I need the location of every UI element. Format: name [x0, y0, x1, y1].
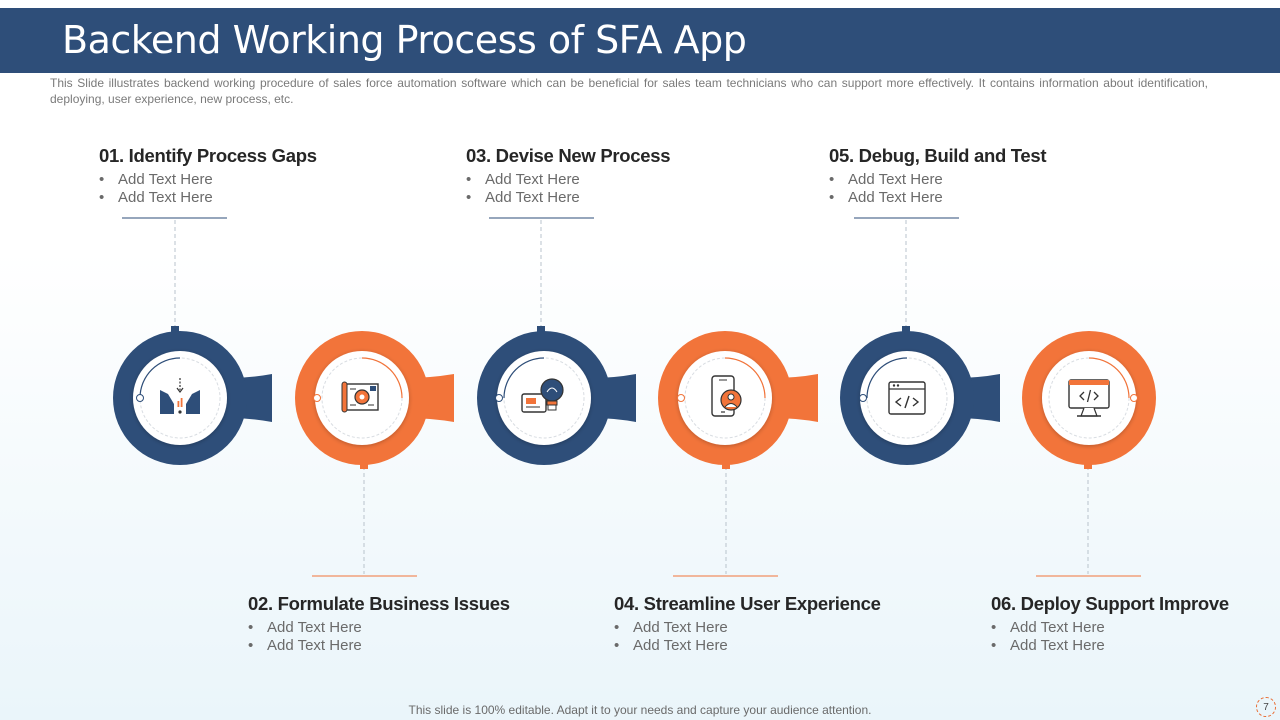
- step-4-bullet-1: Add Text Here: [614, 619, 914, 637]
- slide-description: This Slide illustrates backend working p…: [50, 76, 1208, 106]
- step-2-block: 02. Formulate Business Issues Add Text H…: [248, 593, 548, 655]
- mobile-user-icon: [711, 375, 742, 417]
- step-3-bullet-1: Add Text Here: [466, 171, 766, 189]
- step-1-bullet-2: Add Text Here: [99, 189, 399, 207]
- step-2-bullet-2: Add Text Here: [248, 637, 548, 655]
- connector-lines: [122, 217, 1141, 577]
- step-6-bullets: Add Text Here Add Text Here: [991, 619, 1280, 655]
- blueprint-gear-icon: [341, 381, 379, 413]
- step-6-bullet-2: Add Text Here: [991, 637, 1280, 655]
- step-4-bullets: Add Text Here Add Text Here: [614, 619, 914, 655]
- step-4-heading: 04. Streamline User Experience: [614, 593, 881, 614]
- slide-title: Backend Working Process of SFA App: [62, 18, 747, 62]
- step-2-bullets: Add Text Here Add Text Here: [248, 619, 548, 655]
- step-2-heading: 02. Formulate Business Issues: [248, 593, 510, 614]
- step-1-heading: 01. Identify Process Gaps: [99, 145, 317, 166]
- slide-footer: This slide is 100% editable. Adapt it to…: [408, 703, 872, 717]
- step-4-block: 04. Streamline User Experience Add Text …: [614, 593, 914, 655]
- step-ring-3: [477, 331, 611, 465]
- step-4-bullet-2: Add Text Here: [614, 637, 914, 655]
- step-3-block: 03. Devise New Process Add Text Here Add…: [466, 145, 766, 207]
- step-6-bullet-1: Add Text Here: [991, 619, 1280, 637]
- monitor-code-icon: [1068, 379, 1110, 417]
- step-ring-2: [295, 331, 429, 465]
- step-5-bullets: Add Text Here Add Text Here: [829, 171, 1129, 207]
- ring-markers: [171, 326, 1092, 469]
- step-6-block: 06. Deploy Support Improve Add Text Here…: [991, 593, 1280, 655]
- step-1-block: 01. Identify Process Gaps Add Text Here …: [99, 145, 399, 207]
- step-1-bullets: Add Text Here Add Text Here: [99, 171, 399, 207]
- code-window-icon: [888, 381, 926, 415]
- step-3-bullet-2: Add Text Here: [466, 189, 766, 207]
- step-1-bullet-1: Add Text Here: [99, 171, 399, 189]
- page-number: 7: [1256, 697, 1276, 717]
- step-5-bullet-1: Add Text Here: [829, 171, 1129, 189]
- step-3-bullets: Add Text Here Add Text Here: [466, 171, 766, 207]
- step-6-heading: 06. Deploy Support Improve: [991, 593, 1229, 614]
- process-gap-icon: [160, 378, 200, 414]
- step-ring-1: [113, 331, 247, 465]
- step-5-bullet-2: Add Text Here: [829, 189, 1129, 207]
- step-2-bullet-1: Add Text Here: [248, 619, 548, 637]
- title-bar: Backend Working Process of SFA App: [0, 8, 1280, 73]
- step-3-heading: 03. Devise New Process: [466, 145, 671, 166]
- step-5-heading: 05. Debug, Build and Test: [829, 145, 1047, 166]
- step-5-block: 05. Debug, Build and Test Add Text Here …: [829, 145, 1129, 207]
- idea-bulb-icon: [521, 378, 564, 413]
